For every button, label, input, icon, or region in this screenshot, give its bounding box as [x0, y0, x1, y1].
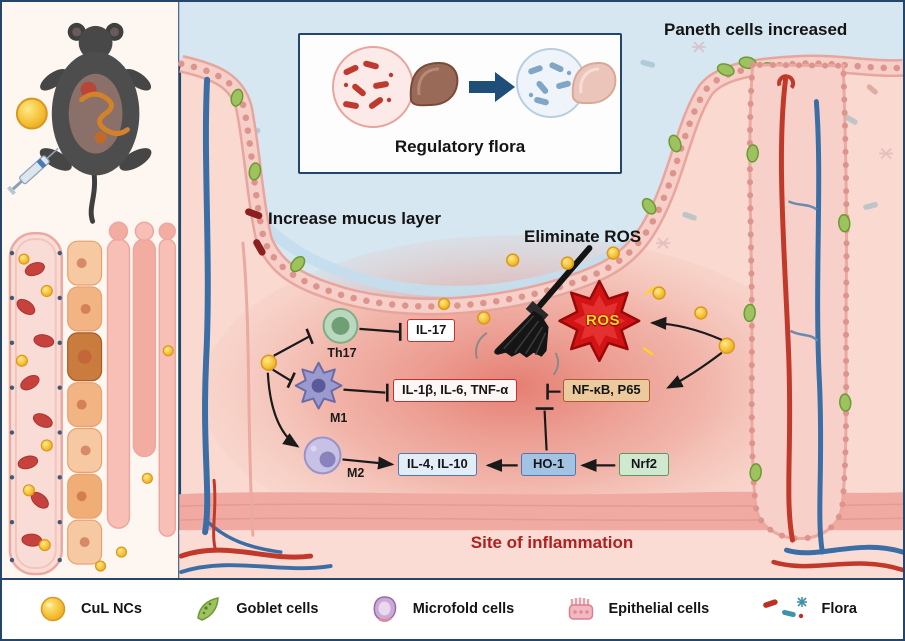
regulatory-flora-box: Regulatory flora	[298, 33, 622, 174]
th17-cell	[322, 307, 359, 344]
pathway-arrows	[266, 316, 723, 472]
legend-item-microfold-cells: Microfold cells	[370, 594, 515, 624]
healthy-gut-icon	[571, 61, 617, 105]
il4-box: IL-4, IL-10	[398, 453, 477, 476]
mucus-layer-label: Increase mucus layer	[268, 209, 441, 228]
m1-label: M1	[330, 411, 348, 425]
m2-label: M2	[347, 466, 365, 480]
beneficial-flora-icons	[528, 62, 572, 106]
epithelial-cells-icon	[568, 597, 593, 620]
ros-burst-label: ROS	[585, 312, 620, 329]
mouse-illustration	[39, 22, 152, 224]
legend-label-epithelial-cells: Epithelial cells	[608, 600, 710, 617]
ros-burst	[558, 279, 656, 362]
m1-macrophage	[294, 361, 343, 410]
legend-bar: CuL NCs Goblet cells Microfold cells	[2, 578, 903, 637]
right-villus	[743, 61, 852, 555]
legend-label-cul-ncs: CuL NCs	[81, 600, 142, 617]
mucus-layer	[249, 209, 633, 297]
cul-nc-particles	[15, 253, 53, 552]
nfkb-box: NF-κB, P65	[563, 379, 650, 402]
mucus-bacteria	[245, 208, 266, 256]
regulatory-flora-label: Regulatory flora	[394, 137, 526, 156]
transition-arrow-icon	[469, 72, 515, 102]
harmful-flora-icons	[343, 60, 394, 109]
th17-label: Th17	[327, 346, 357, 360]
intestinal-villi	[67, 221, 176, 572]
legend-item-epithelial-cells: Epithelial cells	[566, 594, 710, 624]
cul-nc-particles-main	[260, 246, 735, 371]
site-of-inflammation-label: Site of inflammation	[470, 533, 634, 552]
goblet-cells-icon	[197, 596, 220, 621]
nrf2-box: Nrf2	[619, 453, 670, 476]
flora-icon	[762, 596, 807, 618]
panel-divider	[178, 2, 182, 578]
legend-item-flora: Flora	[761, 594, 857, 624]
red-blood-cells	[16, 262, 55, 547]
syringe-icon	[7, 147, 59, 196]
broom-icon	[475, 245, 593, 376]
legend-label-goblet-cells: Goblet cells	[236, 600, 319, 617]
eliminate-ros-label: Eliminate ROS	[524, 227, 642, 246]
bottom-vessels	[178, 544, 903, 575]
blood-vessel	[8, 231, 63, 576]
left-panel	[2, 2, 180, 578]
cul-ncs-icon	[40, 596, 66, 621]
paneth-cells-label: Paneth cells increased	[664, 20, 848, 39]
legend-label-flora: Flora	[821, 600, 857, 617]
legend-item-cul-ncs: CuL NCs	[38, 594, 142, 624]
legend-label-microfold-cells: Microfold cells	[412, 600, 515, 617]
epithelial-layer	[177, 54, 903, 316]
left-column-vessels	[202, 76, 283, 554]
m2-macrophage	[303, 436, 342, 475]
microfold-cells-icon	[373, 595, 396, 622]
il17-box: IL-17	[407, 319, 456, 342]
cul-nc-particle	[15, 97, 48, 130]
regulatory-flora-graphic	[332, 46, 617, 128]
inflamed-gut-icon	[409, 61, 459, 107]
cytokines-box: IL-1β, IL-6, TNF-α	[393, 379, 518, 402]
ho1-box: HO-1	[521, 453, 577, 476]
legend-item-goblet-cells: Goblet cells	[193, 594, 318, 624]
